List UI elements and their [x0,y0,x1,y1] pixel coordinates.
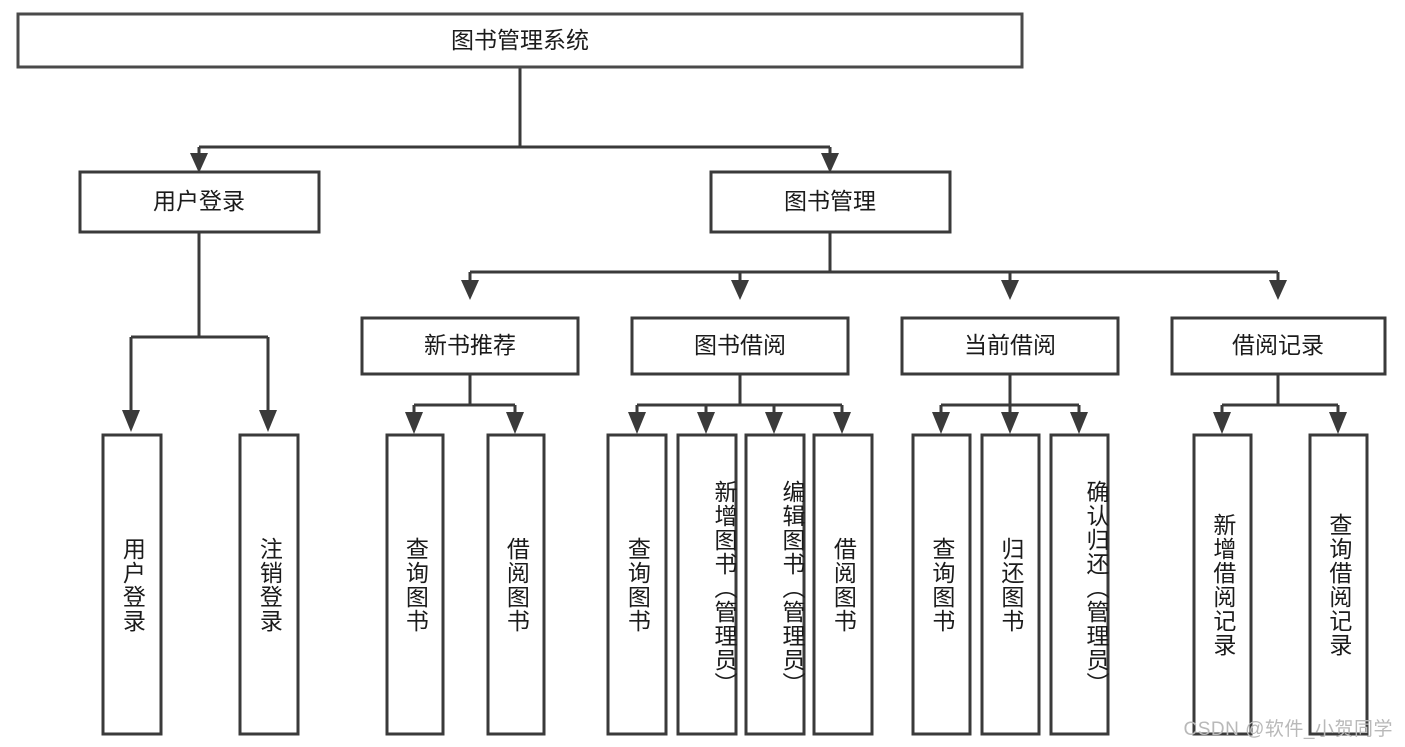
arrow-to-user-login [190,153,208,173]
node-leaf-edit-book-admin[interactable] [744,433,806,736]
node-leaf-borrow-book-2[interactable] [812,433,874,736]
node-borrow-record-label: 借阅记录 [1232,332,1324,358]
arrow-newbook-leaf-2 [506,412,524,434]
node-book-management[interactable] [709,170,952,234]
node-user-login[interactable] [78,170,321,234]
node-leaf-logout[interactable] [238,433,300,736]
node-layer: 图书管理系统 用户登录 图书管理 新书推荐 图书借阅 当前借阅 借阅记录 [16,12,1387,736]
node-leaf-return-book[interactable] [980,433,1041,736]
node-leaf-query-borrow-record[interactable] [1308,433,1369,736]
arrow-bookborrow-leaf-4 [833,412,851,434]
node-book-management-label: 图书管理 [784,188,876,214]
arrow-borrowrecord-leaf-2 [1329,412,1347,434]
node-leaf-user-login[interactable] [101,433,163,736]
node-leaf-query-book-3[interactable] [911,433,972,736]
node-book-borrow[interactable] [630,316,850,376]
node-leaf-confirm-return-admin[interactable] [1049,433,1110,736]
node-leaf-add-borrow-record[interactable] [1192,433,1253,736]
csdn-watermark: CSDN @软件_小贺同学 [1183,719,1393,740]
arrow-userlogin-leaf-2 [259,410,277,432]
connector-layer [122,67,1347,434]
node-current-borrow[interactable] [900,316,1120,376]
arrow-currentborrow-leaf-1 [932,412,950,434]
node-leaf-add-book-admin[interactable] [676,433,738,736]
node-borrow-record[interactable] [1170,316,1387,376]
node-leaf-query-book-2[interactable] [606,433,668,736]
arrow-to-new-book [461,280,479,300]
arrow-bookborrow-leaf-3 [765,412,783,434]
node-new-book-recommend-label: 新书推荐 [424,332,516,358]
arrow-newbook-leaf-1 [405,412,423,434]
arrow-to-current-borrow [1001,280,1019,300]
node-user-login-label: 用户登录 [153,188,245,214]
node-book-borrow-label: 图书借阅 [694,332,786,358]
arrow-borrowrecord-leaf-1 [1213,412,1231,434]
node-root-label: 图书管理系统 [451,27,589,53]
arrow-to-book-borrow [731,280,749,300]
arrow-currentborrow-leaf-2 [1001,412,1019,434]
node-new-book-recommend[interactable] [360,316,580,376]
arrow-currentborrow-leaf-3 [1070,412,1088,434]
arrow-bookborrow-leaf-2 [697,412,715,434]
arrow-userlogin-leaf-1 [122,410,140,432]
node-leaf-query-book-1[interactable] [385,433,445,736]
node-leaf-borrow-book-1[interactable] [486,433,546,736]
arrow-to-borrow-record [1269,280,1287,300]
arrow-bookborrow-leaf-1 [628,412,646,434]
arrow-to-book-manage [821,153,839,173]
node-current-borrow-label: 当前借阅 [964,332,1056,358]
node-root-book-management-system[interactable] [16,12,1024,69]
